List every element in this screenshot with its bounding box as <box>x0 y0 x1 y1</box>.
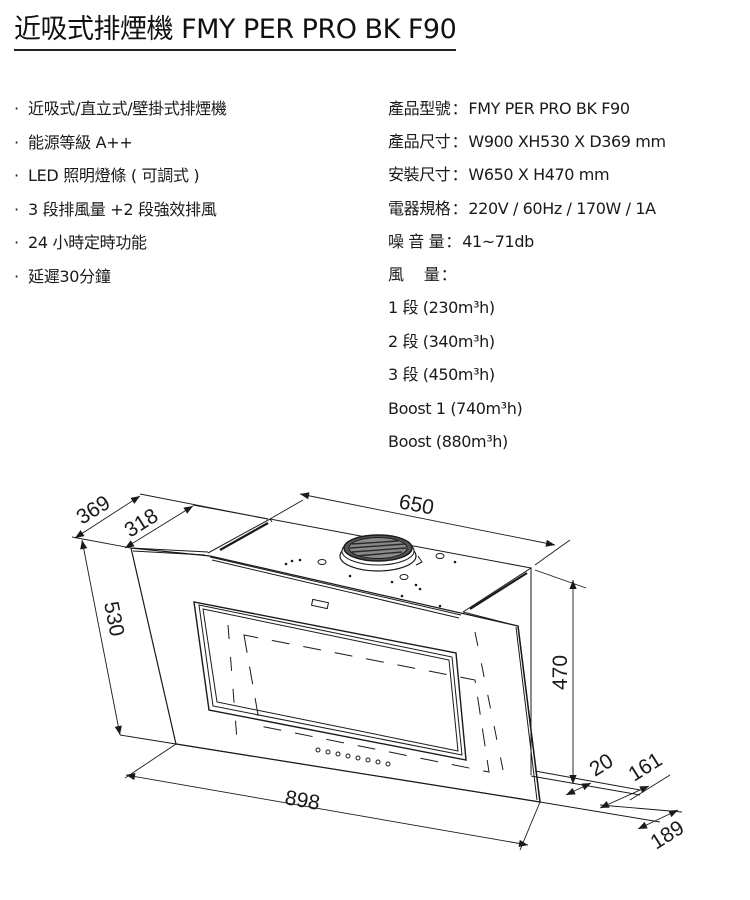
spec-model: 產品型號：FMY PER PRO BK F90 <box>388 99 630 118</box>
spec-noise: 噪 音 量：41~71db <box>388 231 534 251</box>
dim-470: 470 <box>549 655 572 690</box>
bullet: · <box>14 233 19 252</box>
range-hood-diagram: 369 318 650 530 898 470 20 161 189 <box>71 490 688 854</box>
dim-369: 369 <box>72 491 114 529</box>
bullet: · <box>14 199 19 219</box>
bullet: · <box>14 99 19 118</box>
feature-item: ·延遲30分鐘 <box>14 260 227 294</box>
dimension-drawing: 369 318 650 530 898 470 20 161 189 <box>0 470 750 900</box>
screw-rings <box>317 553 445 580</box>
spec-install-size: 安裝尺寸：W650 X H470 mm <box>388 165 610 185</box>
spec-product-size: 產品尺寸：W900 XH530 X D369 mm <box>388 132 666 152</box>
screw-holes <box>284 558 457 608</box>
dim-161: 161 <box>624 748 666 786</box>
airflow-item: Boost (880m³h) <box>388 432 508 452</box>
spec-table: 產品型號：FMY PER PRO BK F90 產品尺寸：W900 XH530 … <box>388 92 666 459</box>
feature-item: ·24 小時定時功能 <box>14 226 227 260</box>
dim-650: 650 <box>397 490 436 519</box>
airflow-item: 3 段 (450m³h) <box>388 365 495 385</box>
bullet: · <box>14 266 19 286</box>
dim-530: 530 <box>99 600 128 639</box>
feature-item: ·能源等級 A++ <box>14 126 227 160</box>
dim-898: 898 <box>283 786 322 815</box>
exhaust-vent-icon <box>339 534 423 572</box>
feature-item: ·3 段排風量 +2 段強效排風 <box>14 193 227 227</box>
page-title: 近吸式排煙機 FMY PER PRO BK F90 <box>14 12 457 51</box>
spec-electrical: 電器規格：220V / 60Hz / 170W / 1A <box>388 198 656 218</box>
feature-item: ·LED 照明燈條 ( 可調式 ) <box>14 159 227 193</box>
feature-list: ·近吸式/直立式/壁掛式排煙機 ·能源等級 A++ ·LED 照明燈條 ( 可調… <box>14 92 227 293</box>
airflow-list: 1 段 (230m³h) 2 段 (340m³h) 3 段 (450m³h) B… <box>388 291 666 459</box>
airflow-item: Boost 1 (740m³h) <box>388 398 523 418</box>
dimension-lines <box>71 492 683 851</box>
airflow-item: 1 段 (230m³h) <box>388 298 495 318</box>
bullet: · <box>14 132 19 152</box>
bullet: · <box>14 166 19 185</box>
dim-20: 20 <box>585 749 617 781</box>
feature-item: ·近吸式/直立式/壁掛式排煙機 <box>14 92 227 126</box>
airflow-item: 2 段 (340m³h) <box>388 331 495 351</box>
control-buttons <box>315 747 391 767</box>
spec-airflow-label: 風 量： <box>388 265 457 285</box>
dim-318: 318 <box>120 504 162 542</box>
